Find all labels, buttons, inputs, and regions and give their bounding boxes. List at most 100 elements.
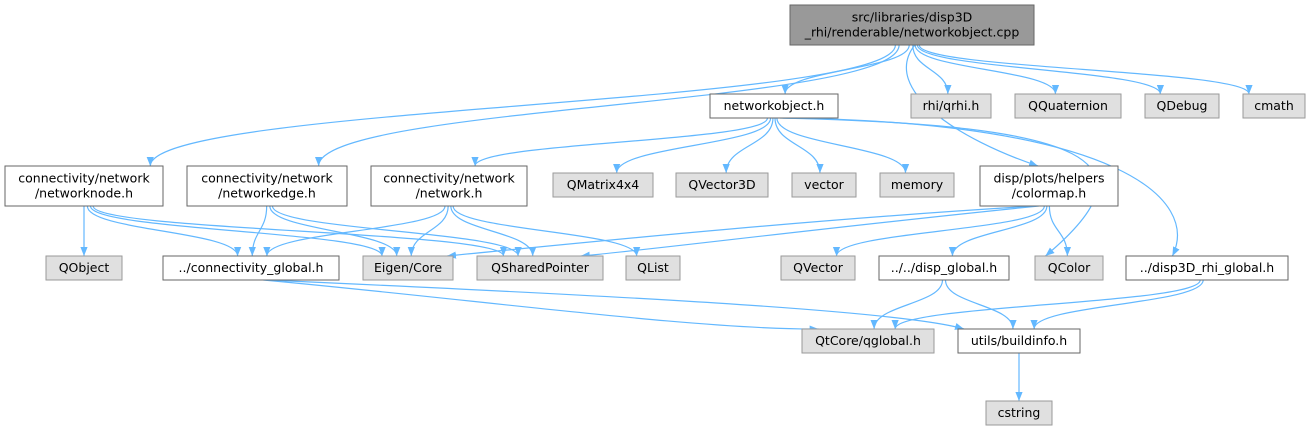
node-qobject: QObject <box>45 255 123 281</box>
node-colormap-h[interactable]: disp/plots/helpers/colormap.h <box>979 165 1119 207</box>
edge-colormap_h-to-qvector <box>832 205 1045 257</box>
node-qsharedpointer: QSharedPointer <box>476 255 604 281</box>
node-label: /networkedge.h <box>218 186 316 201</box>
edge-root-to-qquaternion <box>914 44 1060 95</box>
edge-connectivity_global_h-to-utils_buildinfo_h <box>266 279 965 330</box>
edge-network_h-to-qsharedpointer <box>450 205 537 257</box>
node-disp3d-rhi-global-h[interactable]: ../disp3D_rhi_global.h <box>1125 255 1289 281</box>
node-box <box>1034 255 1104 281</box>
node-box <box>1242 93 1306 119</box>
node-box <box>979 165 1119 207</box>
edge-networkedge_h-to-qsharedpointer <box>271 205 522 257</box>
node-box <box>370 165 528 207</box>
node-cmath: cmath <box>1242 93 1306 119</box>
edge-disp3d_rhi_global_h-to-qtcore_qglobal_h <box>891 279 1201 330</box>
node-box <box>789 4 1035 46</box>
node-qtcore-qglobal-h: QtCore/qglobal.h <box>801 328 935 354</box>
edge-networknode_h-to-connectivity_global_h <box>86 205 242 257</box>
edge-networkobject_h-to-network_h <box>471 117 769 167</box>
node-label: cmath <box>1254 98 1294 113</box>
node-label: cstring <box>998 405 1041 420</box>
node-connectivity-global-h[interactable]: ../connectivity_global.h <box>162 255 340 281</box>
edge-disp_global_h-to-qtcore_qglobal_h <box>870 279 944 330</box>
node-box <box>879 172 955 198</box>
node-label: QSharedPointer <box>491 260 590 275</box>
node-networkedge-h[interactable]: connectivity/network/networkedge.h <box>186 165 348 207</box>
node-box <box>780 255 856 281</box>
edge-root-to-networknode_h <box>146 44 897 167</box>
node-label: QVector <box>793 260 844 275</box>
node-rhi-qrhi-h: rhi/qrhi.h <box>910 93 992 119</box>
node-label: vector <box>804 177 845 192</box>
node-label: ../../disp_global.h <box>891 260 997 275</box>
edge-root-to-cmath <box>918 44 1253 95</box>
edge-networkedge_h-to-eigen_core <box>269 205 401 257</box>
edge-colormap_h-to-eigen_core <box>446 205 1037 259</box>
node-label: /colormap.h <box>1012 186 1086 201</box>
node-box <box>552 172 654 198</box>
node-qvector3d: QVector3D <box>675 172 769 198</box>
nodes: src/libraries/disp3D_rhi/renderable/netw… <box>4 4 1306 426</box>
node-box <box>186 165 348 207</box>
node-box <box>985 400 1053 426</box>
node-label: QtCore/qglobal.h <box>815 333 921 348</box>
node-disp-global-h[interactable]: ../../disp_global.h <box>878 255 1010 281</box>
node-vector: vector <box>791 172 857 198</box>
node-label: QMatrix4x4 <box>567 177 640 192</box>
edge-root-to-networkedge_h <box>315 44 900 167</box>
edge-networkobject_h-to-qmatrix4x4 <box>613 117 772 174</box>
node-label: QColor <box>1048 260 1091 275</box>
edge-network_h-to-qlist <box>452 205 641 257</box>
edge-networknode_h-to-eigen_core <box>89 205 386 257</box>
node-box <box>801 328 935 354</box>
node-label: QList <box>637 260 669 275</box>
edge-network_h-to-eigen_core <box>407 205 449 257</box>
node-root[interactable]: src/libraries/disp3D_rhi/renderable/netw… <box>789 4 1035 46</box>
node-box <box>4 165 164 207</box>
node-network-h[interactable]: connectivity/network/network.h <box>370 165 528 207</box>
edge-root-to-rhi_qrhi_h <box>912 44 952 95</box>
node-label: connectivity/network <box>18 171 150 186</box>
node-label: connectivity/network <box>383 171 515 186</box>
edge-networkobject_h-to-qvector3d <box>722 117 774 174</box>
node-box <box>1014 93 1122 119</box>
node-box <box>878 255 1010 281</box>
edge-connectivity_global_h-to-qtcore_qglobal_h <box>263 279 819 333</box>
node-label: QVector3D <box>688 177 755 192</box>
edge-colormap_h-to-qcolor <box>1048 205 1071 257</box>
node-box <box>1125 255 1289 281</box>
node-cstring: cstring <box>985 400 1053 426</box>
node-networknode-h[interactable]: connectivity/network/networknode.h <box>4 165 164 207</box>
edge-networkobject_h-to-memory <box>776 117 910 174</box>
node-eigen-core: Eigen/Core <box>362 255 454 281</box>
node-label: /network.h <box>416 186 483 201</box>
node-label: /networknode.h <box>35 186 133 201</box>
node-box <box>957 328 1081 354</box>
node-label: QObject <box>59 260 110 275</box>
edge-colormap_h-to-disp_global_h <box>948 205 1048 257</box>
node-networkobject-h[interactable]: networkobject.h <box>709 93 839 119</box>
node-box <box>675 172 769 198</box>
node-box <box>910 93 992 119</box>
edge-colormap_h-to-qsharedpointer <box>580 205 1039 259</box>
edge-networkedge_h-to-connectivity_global_h <box>248 205 268 257</box>
node-qvector: QVector <box>780 255 856 281</box>
node-memory: memory <box>879 172 955 198</box>
node-label: Eigen/Core <box>374 260 442 275</box>
node-box <box>476 255 604 281</box>
node-box <box>791 172 857 198</box>
node-label: ../connectivity_global.h <box>179 260 324 275</box>
node-label: networkobject.h <box>724 98 825 113</box>
edge-root-to-qdebug <box>916 44 1164 95</box>
edge-network_h-to-connectivity_global_h <box>263 205 446 257</box>
edge-disp3d_rhi_global_h-to-utils_buildinfo_h <box>1030 279 1204 330</box>
node-label: connectivity/network <box>201 171 333 186</box>
node-label: QDebug <box>1157 98 1208 113</box>
node-box <box>162 255 340 281</box>
node-label: disp/plots/helpers <box>993 171 1104 186</box>
edge-networkobject_h-to-vector <box>774 117 824 174</box>
node-utils-buildinfo-h[interactable]: utils/buildinfo.h <box>957 328 1081 354</box>
edge-networknode_h-to-qsharedpointer <box>92 205 507 257</box>
node-label: rhi/qrhi.h <box>923 98 980 113</box>
